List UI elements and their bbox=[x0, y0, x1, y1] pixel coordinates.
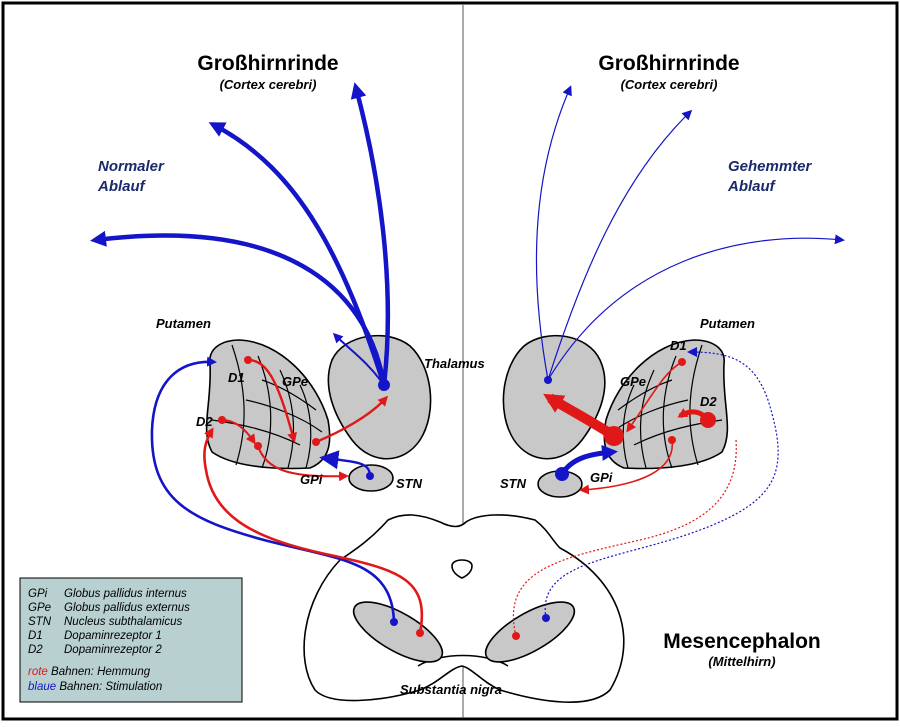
label-thalamus: Thalamus bbox=[424, 356, 485, 371]
legend-red-rest: Bahnen: Hemmung bbox=[48, 666, 151, 678]
left-title: Großhirnrinde bbox=[197, 52, 338, 75]
label-d2-left: D2 bbox=[196, 414, 213, 429]
legend-text-gpe: Globus pallidus externus bbox=[64, 602, 190, 614]
legend-blue-line: blaue Bahnen: Stimulation bbox=[28, 681, 162, 693]
label-gpi-left: GPi bbox=[300, 472, 323, 487]
label-stn-right: STN bbox=[500, 476, 527, 491]
legend: GPi Globus pallidus internus GPe Globus … bbox=[20, 578, 242, 702]
label-putamen-right: Putamen bbox=[700, 316, 755, 331]
label-putamen-left: Putamen bbox=[156, 316, 211, 331]
right-title: Großhirnrinde bbox=[598, 52, 739, 75]
right-subtitle: (Cortex cerebri) bbox=[621, 77, 718, 92]
legend-text-d1: Dopaminrezeptor 1 bbox=[64, 630, 162, 642]
left-flow-line1: Normaler bbox=[98, 158, 165, 175]
legend-red-line: rote Bahnen: Hemmung bbox=[28, 666, 151, 678]
legend-abbr-stn: STN bbox=[28, 616, 52, 628]
legend-blue-word: blaue bbox=[28, 681, 56, 693]
legend-text-d2: Dopaminrezeptor 2 bbox=[64, 644, 162, 656]
label-d1-left: D1 bbox=[228, 370, 245, 385]
legend-text-stn: Nucleus subthalamicus bbox=[64, 616, 183, 628]
label-gpe-left: GPe bbox=[282, 374, 308, 389]
label-d2-right: D2 bbox=[700, 394, 717, 409]
left-subtitle: (Cortex cerebri) bbox=[220, 77, 317, 92]
right-flow-line1: Gehemmter bbox=[728, 158, 813, 175]
legend-abbr-d1: D1 bbox=[28, 630, 43, 642]
legend-abbr-gpi: GPi bbox=[28, 588, 48, 600]
legend-blue-rest: Bahnen: Stimulation bbox=[56, 681, 162, 693]
legend-abbr-d2: D2 bbox=[28, 644, 43, 656]
left-flow-line2: Ablauf bbox=[97, 178, 147, 195]
label-gpe-right: GPe bbox=[620, 374, 646, 389]
legend-red-word: rote bbox=[28, 666, 48, 678]
legend-abbr-gpe: GPe bbox=[28, 602, 51, 614]
legend-text-gpi: Globus pallidus internus bbox=[64, 588, 187, 600]
right-flow-line2: Ablauf bbox=[727, 178, 777, 195]
label-substantia-nigra: Substantia nigra bbox=[400, 682, 502, 697]
label-mesencephalon: Mesencephalon bbox=[663, 630, 821, 653]
label-stn-left: STN bbox=[396, 476, 423, 491]
label-gpi-right: GPi bbox=[590, 470, 613, 485]
label-mittelhirn: (Mittelhirn) bbox=[708, 654, 775, 669]
label-d1-right: D1 bbox=[670, 338, 687, 353]
